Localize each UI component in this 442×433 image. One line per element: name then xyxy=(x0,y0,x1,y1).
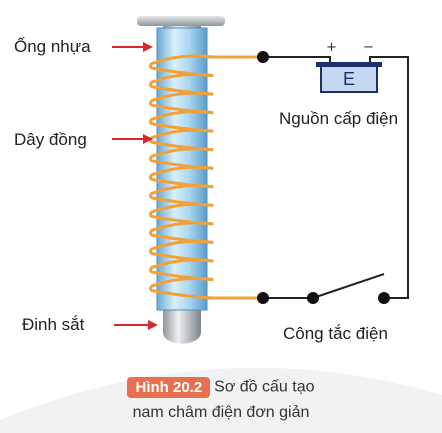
wire-source-return xyxy=(369,56,409,299)
switch-blade xyxy=(312,273,385,299)
figure-caption-text1: Sơ đồ cấu tạo xyxy=(214,378,315,396)
coil-turn xyxy=(149,91,214,115)
copper-coil xyxy=(149,54,214,300)
coil-turn xyxy=(149,110,214,133)
arrow-copper-wire xyxy=(112,134,153,144)
coil-turn xyxy=(149,184,214,207)
label-switch: Công tắc điện xyxy=(283,324,388,343)
label-plastic-tube: Ống nhựa xyxy=(14,37,91,56)
coil-turn xyxy=(149,54,214,78)
terminal-dot-top xyxy=(257,51,269,63)
power-source-symbol: E xyxy=(342,69,355,89)
power-source-top-bar xyxy=(316,62,382,67)
coil-turn xyxy=(149,258,214,281)
label-power-source: Nguồn cấp điện xyxy=(279,109,399,128)
coil-turn xyxy=(149,165,214,189)
nail-tip xyxy=(163,326,201,344)
coil-turn xyxy=(149,239,214,263)
coil-turn xyxy=(149,202,214,226)
coil-turn xyxy=(149,276,214,300)
minus-sign: − xyxy=(363,40,374,55)
coil-turn xyxy=(149,221,214,244)
label-copper-wire: Dây đồng xyxy=(14,130,87,149)
arrow-iron-nail xyxy=(114,320,158,330)
figure-caption-line2: nam châm điện đơn giản xyxy=(132,404,310,421)
switch-contact-dot xyxy=(378,292,390,304)
nail-head xyxy=(137,16,225,26)
coil-turn xyxy=(149,72,214,96)
terminal-dot-bottom xyxy=(257,292,269,304)
plus-sign: + xyxy=(326,40,337,55)
background-swoosh xyxy=(0,367,442,433)
label-iron-nail: Đinh sắt xyxy=(22,315,85,334)
figure-number-badge: Hình 20.2 xyxy=(127,377,211,398)
switch-pivot-dot xyxy=(307,292,319,304)
coil-turn xyxy=(149,147,214,170)
arrow-plastic-tube xyxy=(112,42,153,52)
